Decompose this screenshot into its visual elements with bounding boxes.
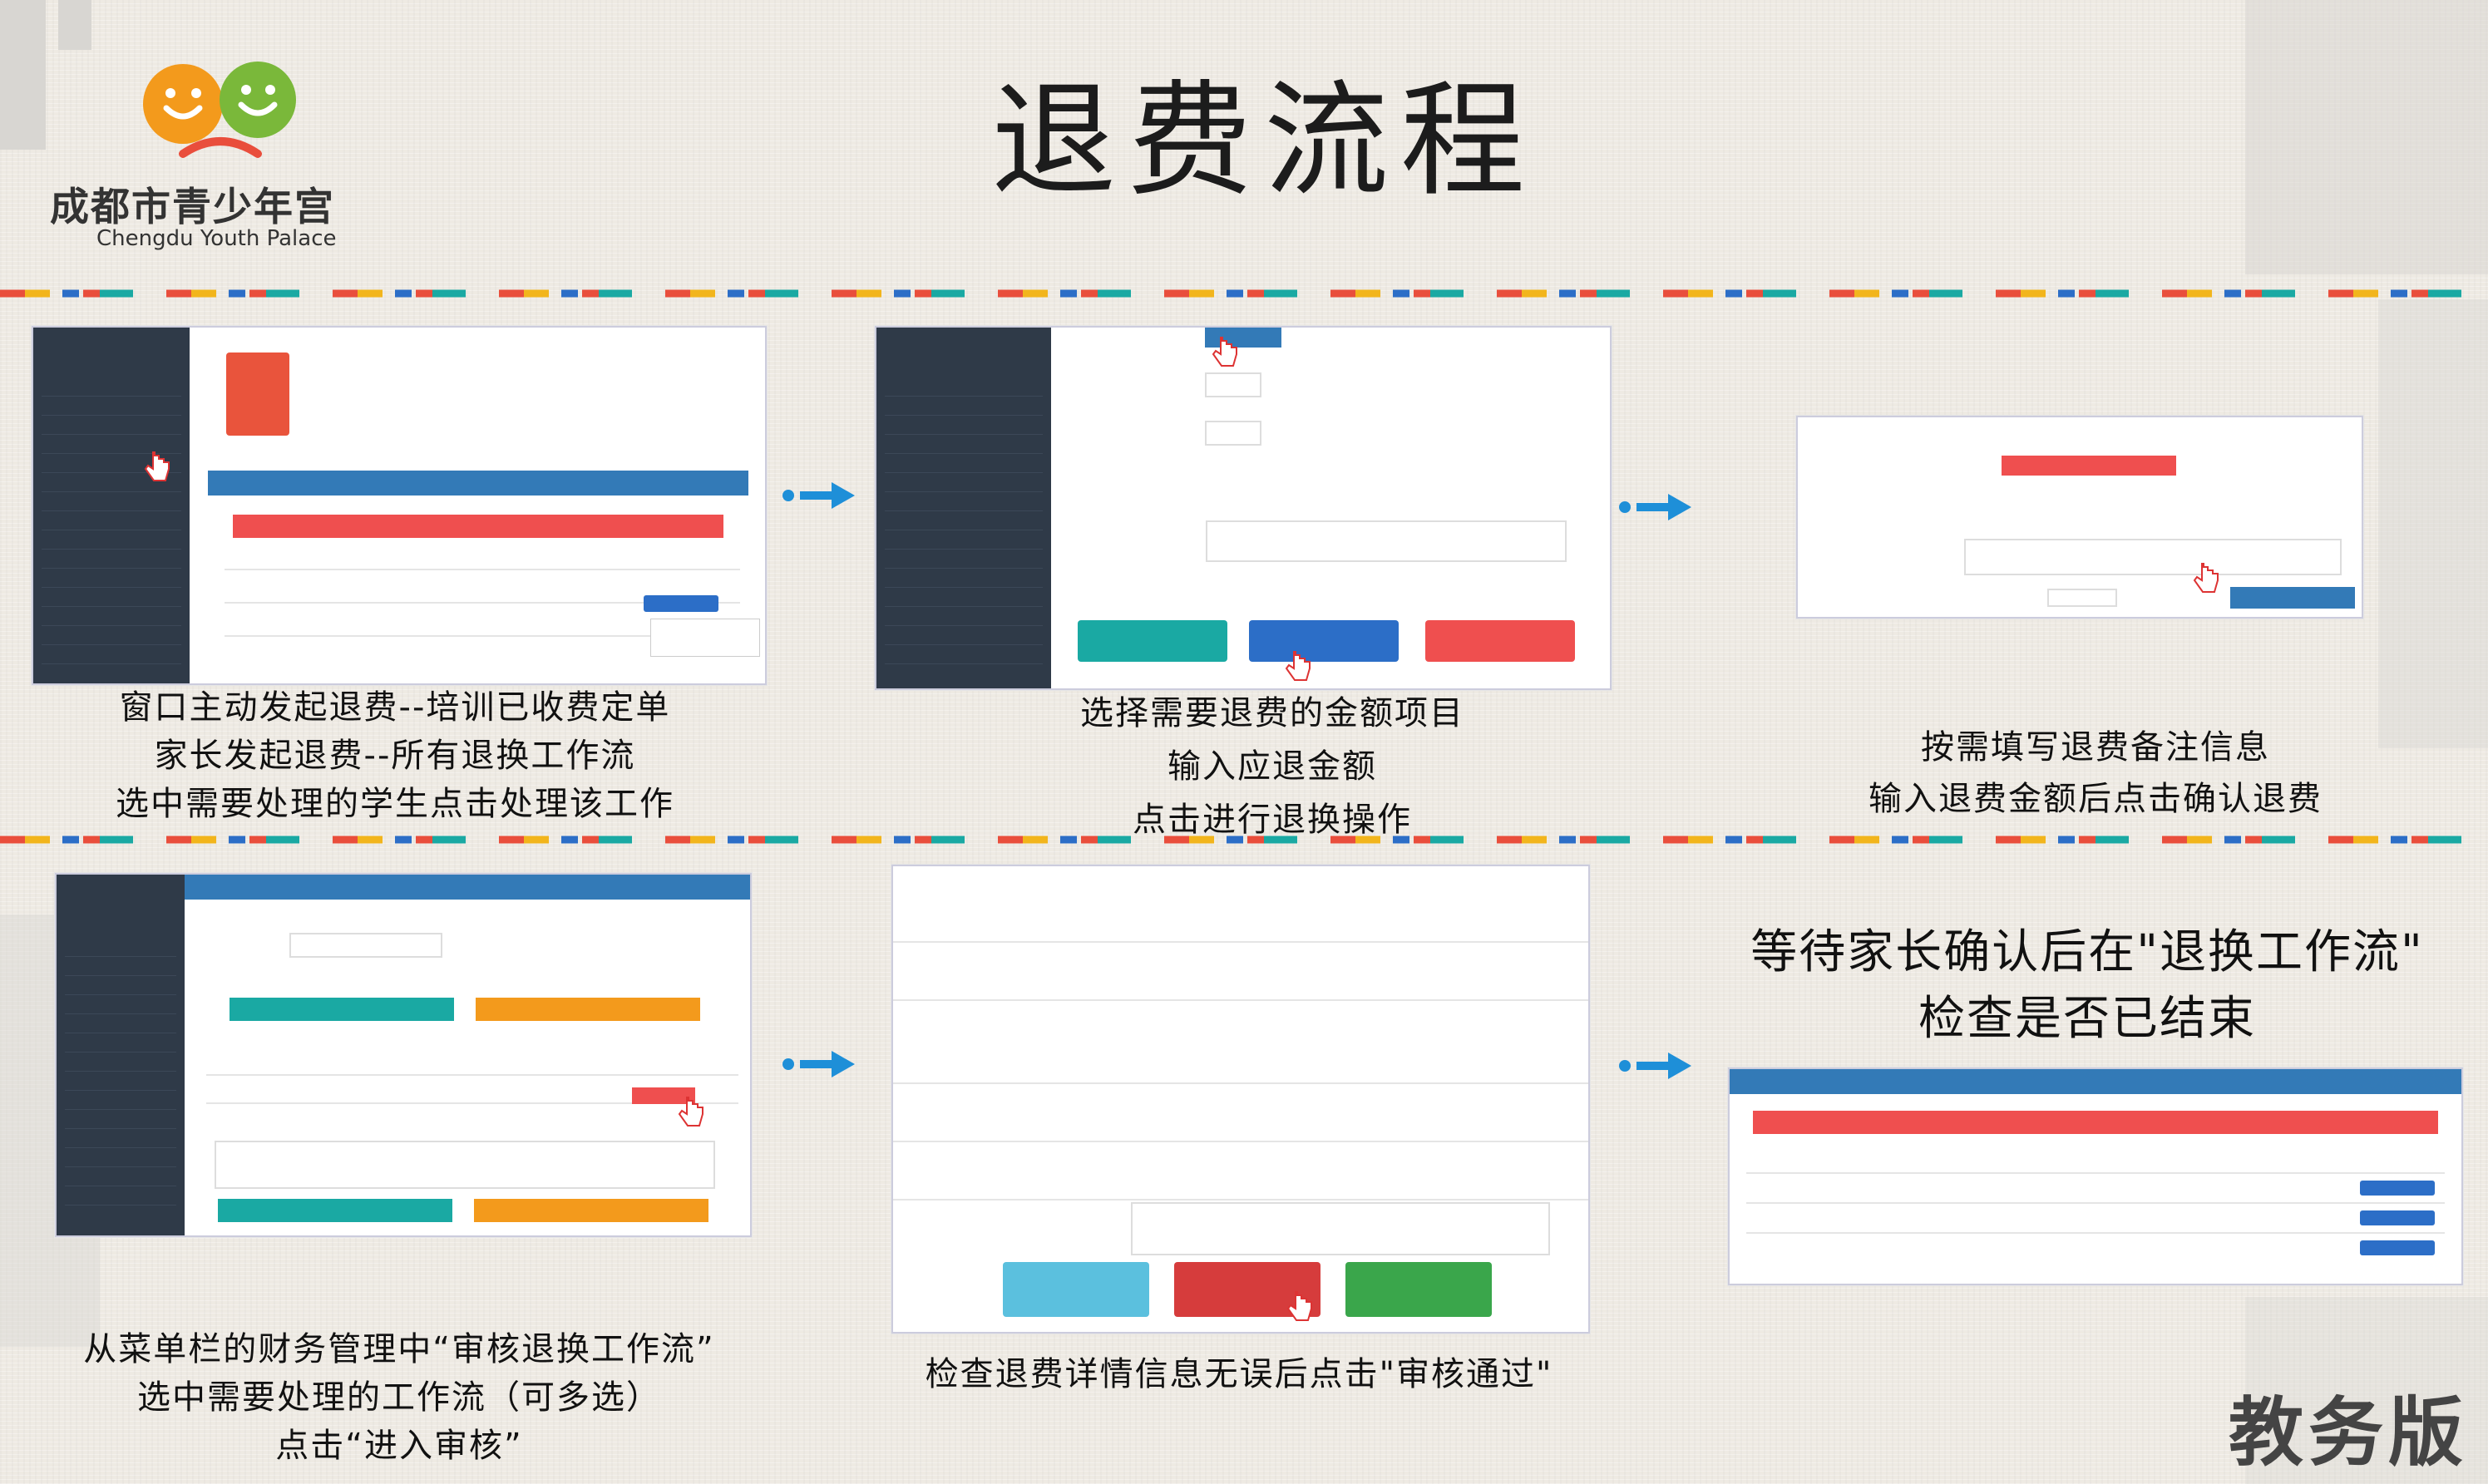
logo-subtitle: Chengdu Youth Palace — [96, 226, 337, 251]
process-button-3[interactable] — [2360, 1240, 2435, 1255]
refund-button[interactable] — [1249, 620, 1399, 662]
skip-button[interactable] — [1345, 1262, 1492, 1317]
amount-input-1[interactable] — [1205, 372, 1261, 397]
remark-area[interactable] — [1206, 520, 1567, 562]
toggle-filter-button[interactable] — [233, 515, 723, 538]
reject-button[interactable] — [1003, 1262, 1149, 1317]
step4-screenshot — [55, 873, 752, 1237]
panel-header — [185, 875, 750, 900]
dropdown-menu[interactable] — [650, 619, 760, 657]
step6-caption: 等待家长确认后在"退换工作流" 检查是否已结束 — [1750, 925, 2424, 1046]
arrow-right-icon — [1619, 1053, 1691, 1079]
toggle-filter-button[interactable] — [1753, 1111, 2438, 1134]
refund-amount-input[interactable] — [2047, 589, 2117, 607]
step3-screenshot — [1796, 416, 2363, 619]
step5-screenshot — [891, 865, 1590, 1334]
sidebar — [33, 328, 190, 683]
applicant-input[interactable] — [289, 933, 442, 958]
step2-screenshot — [875, 326, 1612, 690]
pointer-hand-icon — [2193, 563, 2219, 593]
audit-remark-area[interactable] — [215, 1141, 715, 1189]
step6-screenshot — [1728, 1067, 2463, 1285]
arrow-right-icon — [782, 1051, 855, 1077]
sidebar — [876, 328, 1051, 688]
divider-middle — [0, 836, 2488, 844]
logo: 成都市青少年宫 Chengdu Youth Palace — [50, 50, 383, 258]
pointer-hand-icon — [678, 1097, 703, 1127]
confirm-refund-button[interactable] — [2230, 587, 2355, 609]
exchange-button[interactable] — [1425, 620, 1575, 662]
refund-platform-button[interactable] — [2002, 456, 2176, 476]
batch-reject-button[interactable] — [474, 1199, 708, 1222]
logo-faces-icon — [143, 62, 296, 158]
arrow-right-icon — [782, 482, 855, 509]
page-title: 退费流程 — [990, 69, 1537, 214]
enter-audit-button[interactable] — [632, 1087, 695, 1104]
divider-top — [0, 289, 2488, 298]
edition-label: 教务版 — [2229, 1389, 2468, 1477]
arrow-right-icon — [1619, 494, 1691, 520]
print-button[interactable] — [1078, 620, 1227, 662]
process-button[interactable] — [644, 595, 718, 612]
step1-caption: 窗口主动发起退费--培训已收费定单 家长发起退费--所有退换工作流 选中需要处理… — [116, 688, 674, 823]
decor-bottom-right — [2245, 1297, 2488, 1484]
amount-input-2[interactable] — [1205, 421, 1261, 446]
decor-top-right — [2245, 0, 2488, 274]
pointer-hand-icon — [1286, 1291, 1312, 1321]
sidebar — [57, 875, 185, 1235]
panel-header — [1730, 1069, 2461, 1094]
step5-caption: 检查退费详情信息无误后点击"审核通过" — [925, 1355, 1553, 1393]
export-excel-button[interactable] — [476, 998, 700, 1021]
decor-top-left — [0, 0, 46, 150]
step1-screenshot — [32, 326, 767, 685]
filter-button[interactable] — [230, 998, 454, 1021]
pointer-hand-icon — [1285, 651, 1311, 681]
decor-top-left-2 — [58, 0, 91, 50]
calendar-icon — [226, 353, 289, 436]
decor-mid-right — [2378, 299, 2488, 748]
logo-title: 成都市青少年宫 — [50, 185, 335, 230]
pointer-hand-icon — [144, 451, 170, 481]
audit-remark-area[interactable] — [1131, 1202, 1550, 1255]
step3-caption: 按需填写退费备注信息 输入退费金额后点击确认退费 — [1868, 728, 2323, 818]
selected-tab — [1205, 328, 1281, 348]
step4-caption: 从菜单栏的财务管理中“审核退换工作流” 选中需要处理的工作流（可多选） 点击“进… — [83, 1330, 715, 1465]
panel-header — [208, 471, 748, 495]
process-button-2[interactable] — [2360, 1210, 2435, 1225]
pointer-hand-icon — [1212, 337, 1237, 367]
batch-approve-button[interactable] — [218, 1199, 452, 1222]
process-button-1[interactable] — [2360, 1181, 2435, 1196]
remark-input[interactable] — [1964, 539, 2342, 575]
step2-caption: 选择需要退费的金额项目 输入应退金额 点击进行退换操作 — [1080, 694, 1464, 839]
